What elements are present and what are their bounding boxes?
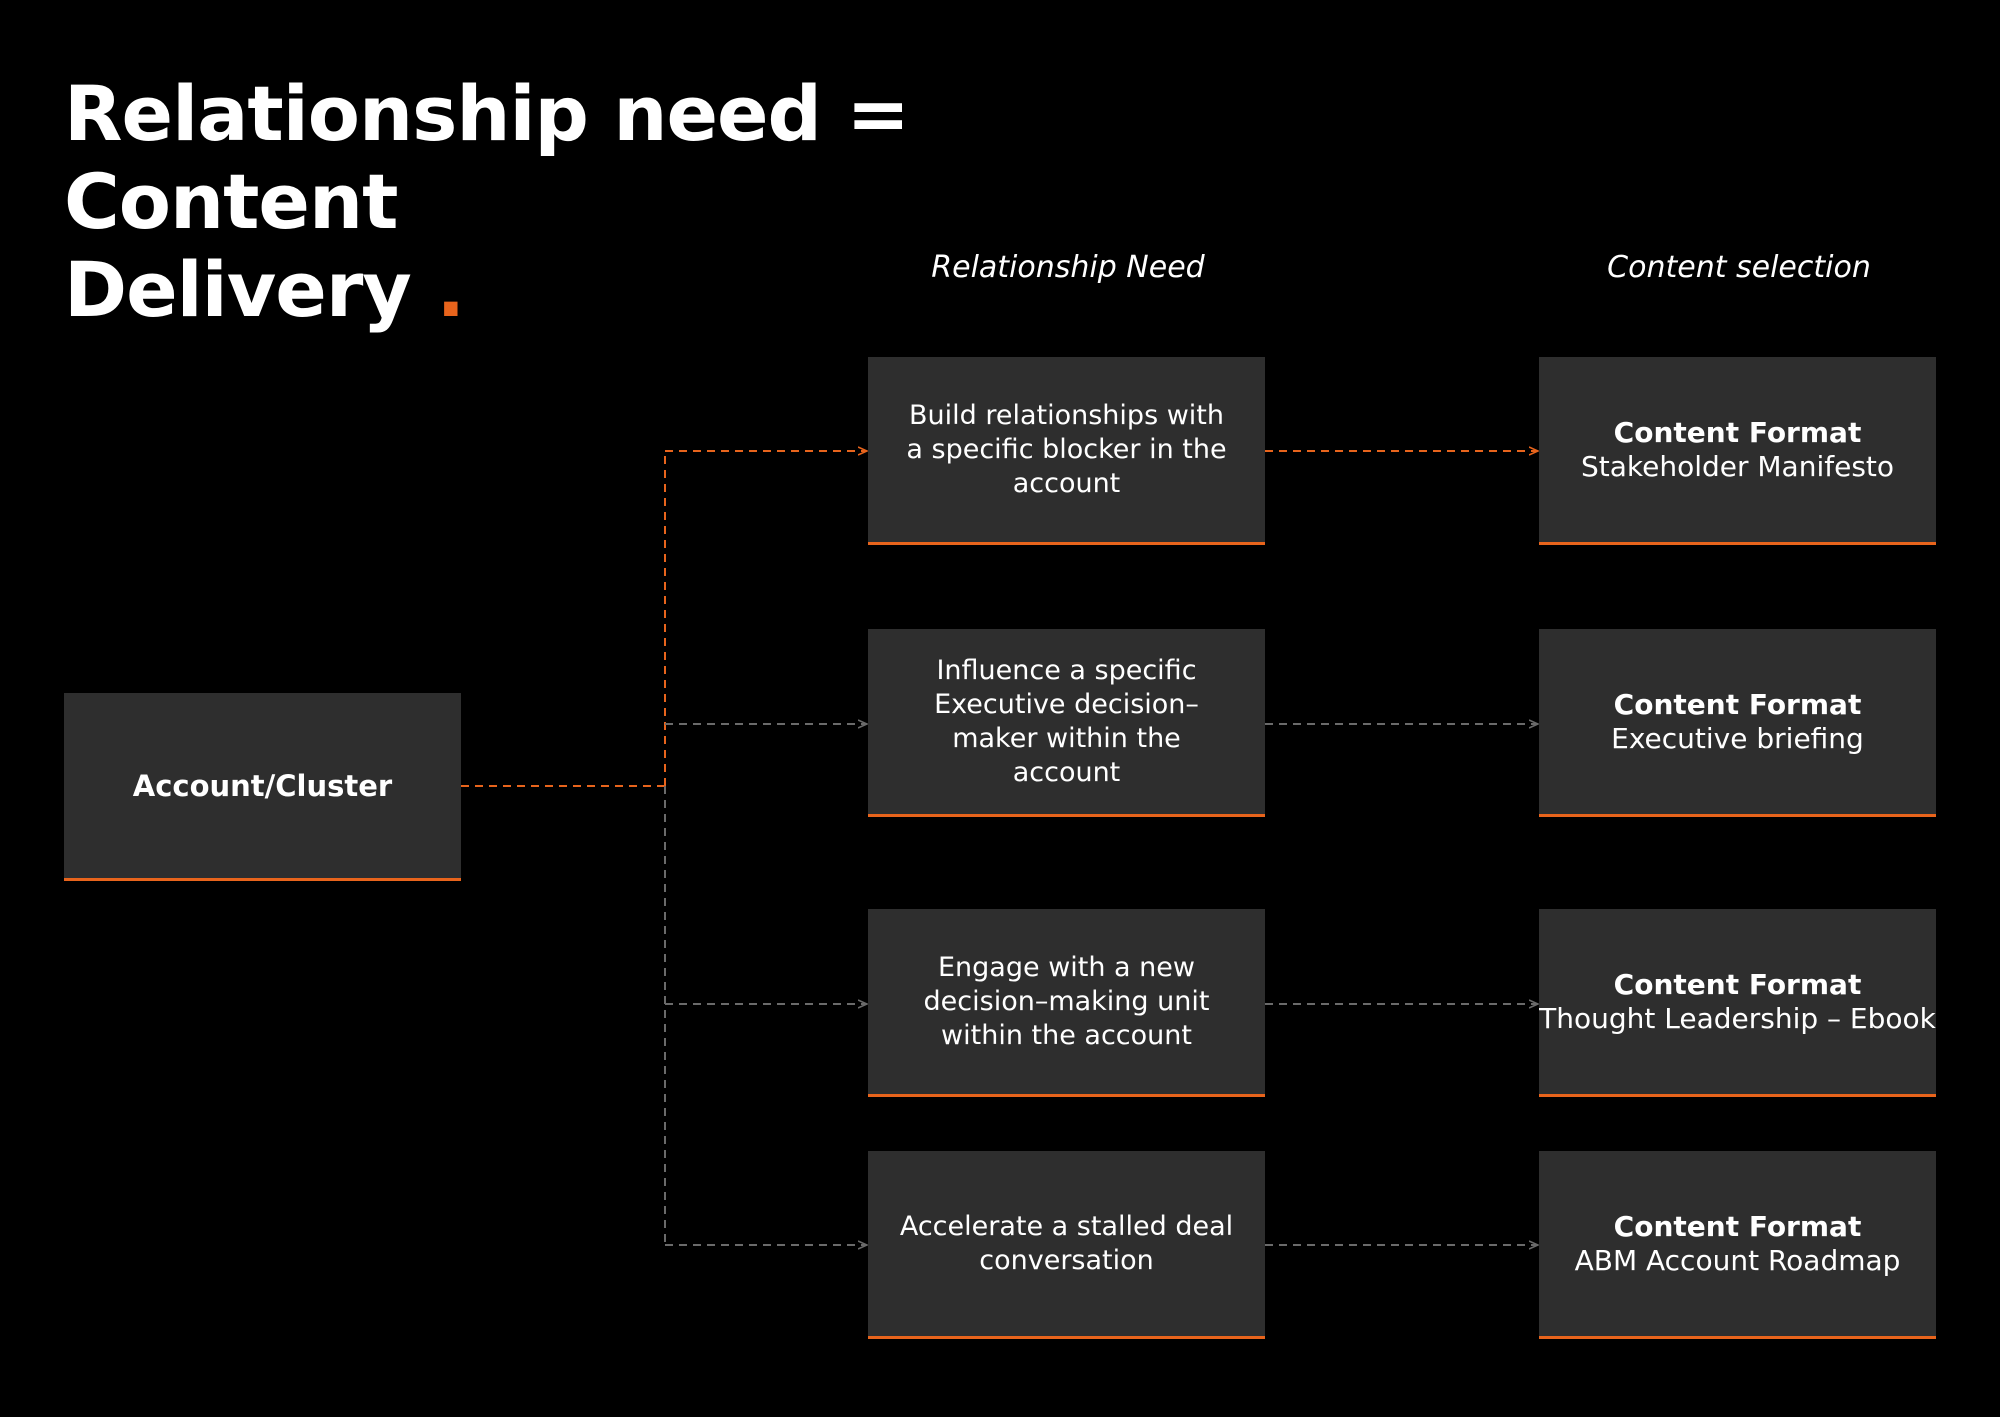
content-format-value-3: Thought Leadership – Ebook bbox=[1539, 1001, 1936, 1035]
content-box-1: Content Format Stakeholder Manifesto bbox=[1539, 357, 1936, 545]
account-cluster-box: Account/Cluster bbox=[64, 693, 461, 881]
content-box-3: Content Format Thought Leadership – Eboo… bbox=[1539, 909, 1936, 1097]
content-box-4: Content Format ABM Account Roadmap bbox=[1539, 1151, 1936, 1339]
need-text-2: Influence a specific Executive decision–… bbox=[934, 654, 1199, 788]
account-cluster-label: Account/Cluster bbox=[132, 768, 393, 803]
header-relationship-need: Relationship Need bbox=[931, 250, 1205, 285]
content-format-label-1: Content Format bbox=[1613, 415, 1862, 449]
page-title: Relationship need = Content Delivery . bbox=[64, 70, 1164, 334]
content-format-label-3: Content Format bbox=[1613, 967, 1862, 1001]
need-box-2: Influence a specific Executive decision–… bbox=[868, 629, 1265, 817]
content-format-value-4: ABM Account Roadmap bbox=[1574, 1243, 1901, 1277]
need-text-1: Build relationships with a specific bloc… bbox=[906, 399, 1227, 499]
content-format-label-4: Content Format bbox=[1613, 1209, 1862, 1243]
need-box-1: Build relationships with a specific bloc… bbox=[868, 357, 1265, 545]
need-box-4: Accelerate a stalled deal conversation bbox=[868, 1151, 1265, 1339]
content-format-value-1: Stakeholder Manifesto bbox=[1580, 449, 1895, 483]
content-format-label-2: Content Format bbox=[1613, 687, 1862, 721]
header-content-selection: Content selection bbox=[1607, 250, 1871, 285]
title-accent-dot: . bbox=[436, 245, 465, 334]
content-box-2: Content Format Executive briefing bbox=[1539, 629, 1936, 817]
title-line-2: Delivery bbox=[64, 245, 412, 334]
need-text-3: Engage with a new decision–making unit w… bbox=[923, 951, 1210, 1051]
title-line-1: Relationship need = Content bbox=[64, 69, 910, 246]
content-format-value-2: Executive briefing bbox=[1611, 721, 1864, 755]
need-box-3: Engage with a new decision–making unit w… bbox=[868, 909, 1265, 1097]
need-text-4: Accelerate a stalled deal conversation bbox=[899, 1210, 1234, 1276]
